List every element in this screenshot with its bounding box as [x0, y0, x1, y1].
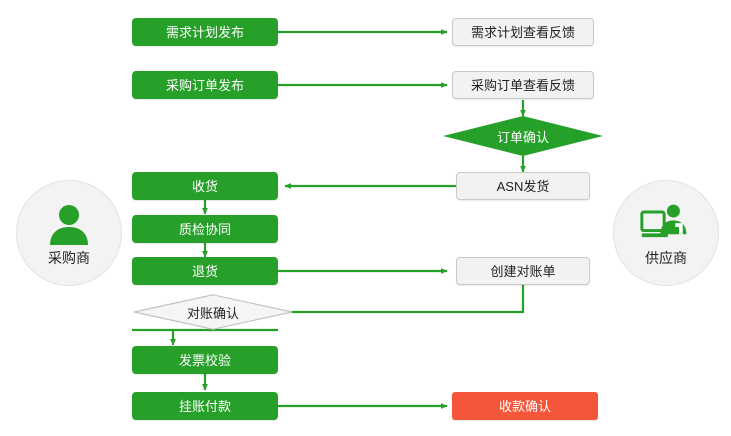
node-label: 订单确认 — [496, 129, 549, 145]
node-create-statement[interactable]: 创建对账单 — [456, 257, 590, 285]
node-receipt-confirm[interactable]: 收款确认 — [452, 392, 598, 420]
node-return-goods[interactable]: 退货 — [132, 257, 278, 285]
node-label: 收款确认 — [498, 398, 551, 414]
node-label: 退货 — [191, 263, 218, 279]
node-label: 挂账付款 — [178, 398, 231, 414]
node-label: 需求计划查看反馈 — [470, 24, 575, 40]
actor-buyer: 采购商 — [16, 180, 122, 286]
node-order-confirm[interactable]: 订单确认 — [443, 116, 603, 156]
actor-buyer-label: 采购商 — [48, 250, 90, 266]
node-po-feedback[interactable]: 采购订单查看反馈 — [452, 71, 594, 99]
node-label: 发票校验 — [178, 352, 231, 368]
node-invoice-check[interactable]: 发票校验 — [132, 346, 278, 374]
node-label: 采购订单查看反馈 — [470, 77, 575, 93]
node-payable-payment[interactable]: 挂账付款 — [132, 392, 278, 420]
node-label: 需求计划发布 — [165, 24, 244, 40]
person-icon — [50, 205, 88, 245]
node-label: 对账确认 — [186, 305, 239, 321]
node-label: 采购订单发布 — [165, 77, 244, 93]
node-statement-confirm[interactable]: 对账确认 — [133, 294, 293, 330]
diamond-shape-green — [443, 116, 603, 156]
node-label: ASN发货 — [496, 178, 550, 194]
node-demand-plan-feedback[interactable]: 需求计划查看反馈 — [452, 18, 594, 46]
node-label: 质检协同 — [178, 221, 231, 237]
node-asn-shipment[interactable]: ASN发货 — [456, 172, 590, 200]
actor-supplier-label: 供应商 — [645, 250, 687, 266]
node-demand-plan-publish[interactable]: 需求计划发布 — [132, 18, 278, 46]
node-receive-goods[interactable]: 收货 — [132, 172, 278, 200]
actor-supplier: 供应商 — [613, 180, 719, 286]
node-quality-collab[interactable]: 质检协同 — [132, 215, 278, 243]
node-label: 创建对账单 — [490, 263, 556, 279]
person-at-computer-icon — [640, 204, 687, 238]
node-po-publish[interactable]: 采购订单发布 — [132, 71, 278, 99]
node-label: 收货 — [191, 178, 218, 194]
